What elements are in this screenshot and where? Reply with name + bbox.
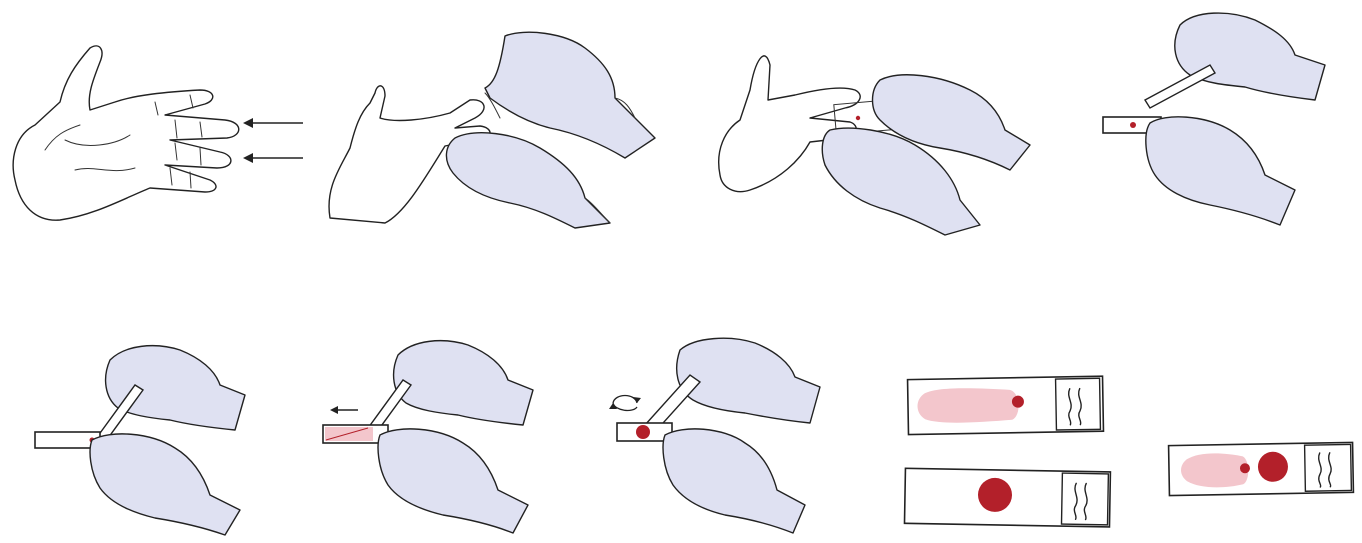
combined-slide-illustration bbox=[1165, 440, 1357, 498]
thin-smear-illustration bbox=[318, 335, 543, 535]
left-arrow-icon bbox=[243, 116, 305, 130]
step-2-finger-prick bbox=[325, 28, 660, 228]
slide-with-drop-illustration bbox=[1095, 5, 1320, 230]
thin-smear bbox=[1181, 453, 1249, 488]
step-8-finished-slides bbox=[900, 370, 1110, 530]
step-6-spreading-thin-smear bbox=[318, 335, 543, 535]
step-1-finger-selection bbox=[5, 40, 305, 225]
drop-to-slide-illustration bbox=[710, 30, 1040, 245]
bare-hand-illustration bbox=[5, 40, 305, 225]
thin-smear-slide bbox=[908, 376, 1104, 434]
frosted-end bbox=[1305, 444, 1352, 491]
left-arrow-icon bbox=[243, 151, 305, 165]
spreader-slide bbox=[1145, 65, 1215, 108]
step-5-spreader-contact bbox=[30, 340, 255, 535]
left-arrow-icon bbox=[330, 406, 358, 414]
thick-smear-slide bbox=[904, 468, 1110, 527]
blood-dot bbox=[856, 116, 860, 120]
step-3-blood-drop-on-slide bbox=[710, 30, 1040, 245]
step-9-combined-slide bbox=[1165, 440, 1357, 498]
thick-smear-illustration bbox=[605, 335, 825, 535]
rotate-arrows-icon bbox=[609, 396, 641, 411]
thick-smear-drop bbox=[636, 425, 650, 439]
step-7-spreading-thick-smear bbox=[605, 335, 825, 535]
blood-drop bbox=[1130, 122, 1136, 128]
spreader-contact-illustration bbox=[30, 340, 255, 535]
finger-prick-illustration bbox=[325, 28, 660, 228]
step-4-slide-with-drop bbox=[1095, 5, 1320, 230]
finished-slides-illustration bbox=[900, 370, 1110, 530]
